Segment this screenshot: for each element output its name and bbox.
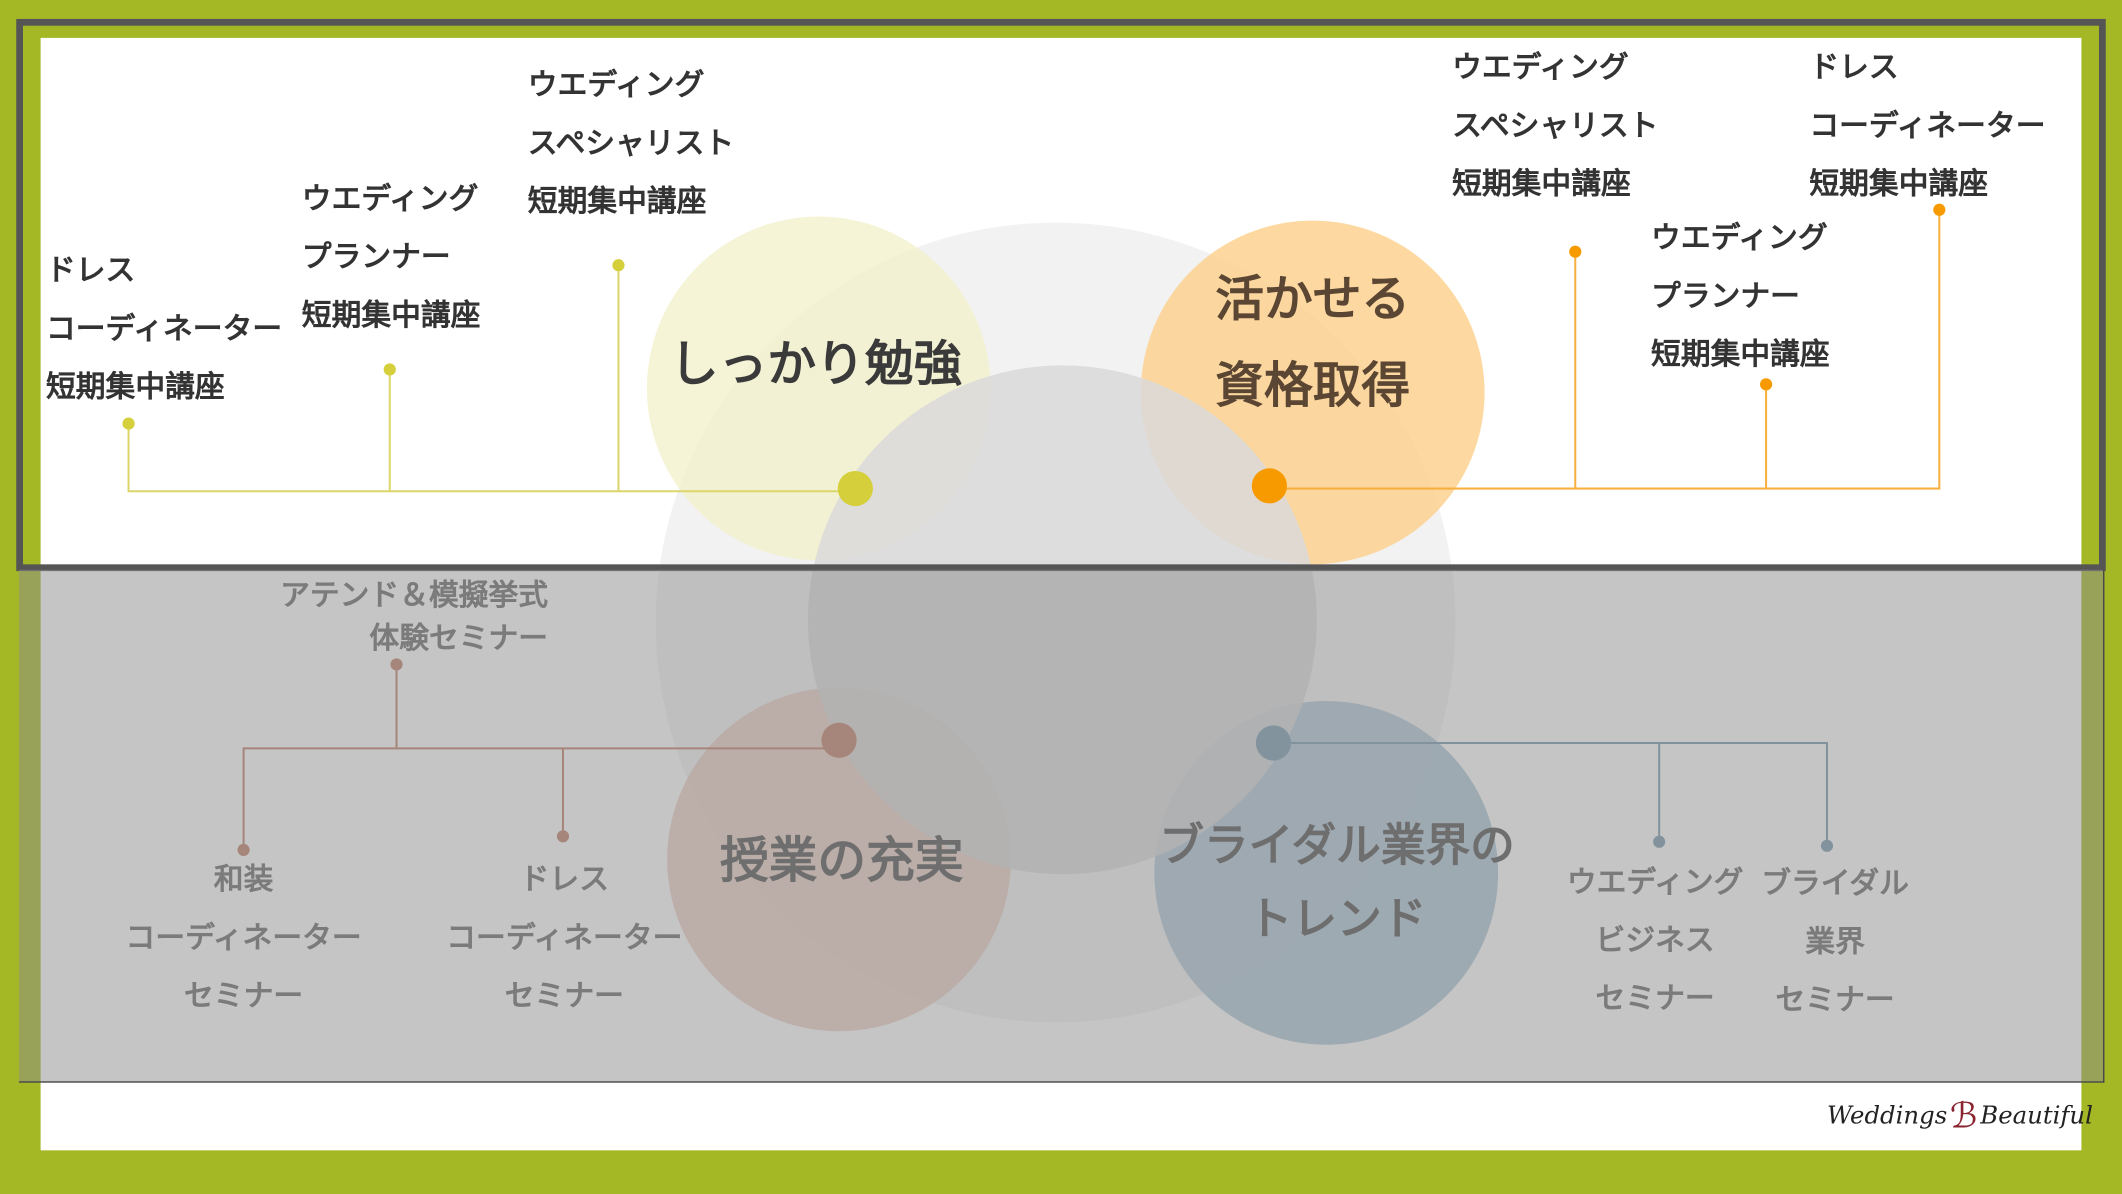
qualification-item-planner: ウエディング プランナー 短期集中講座 (1651, 210, 1830, 385)
qualification-connectors (1269, 209, 1941, 490)
item-line: スペシャリスト (1452, 109, 1659, 144)
trend-title: ブライダル業界の トレンド (1159, 809, 1515, 955)
item-line: ドレス (46, 254, 136, 289)
qualification-item-dot (1759, 378, 1773, 391)
item-line: ウエディング (301, 182, 479, 217)
title-line: ブライダル業界の (1159, 818, 1515, 872)
study-item-dress: ドレス コーディネーター 短期集中講座 (46, 242, 282, 417)
trend-item-business: ウエディング ビジネス セミナー (1567, 854, 1744, 1029)
item-line: 業界 (1805, 925, 1865, 960)
title-line: 活かせる (1215, 272, 1411, 328)
qualification-title: 活かせる 資格取得 (1215, 257, 1410, 430)
study-item-dot (383, 363, 396, 376)
classes-item-wasou: 和装 コーディネーター セミナー (126, 851, 362, 1026)
study-item-specialist: ウエディング スペシャリスト 短期集中講座 (528, 57, 734, 232)
title-line: トレンド (1247, 891, 1427, 945)
logo-mark-icon: ℬ (1949, 1096, 1978, 1137)
dim-overlay (18, 569, 2105, 1083)
study-connectors (127, 265, 856, 493)
qualification-item-dress: ドレス コーディネーター 短期集中講座 (1809, 39, 2045, 214)
item-line: ビジネス (1595, 924, 1715, 959)
qualification-item-dot (1569, 245, 1582, 258)
study-item-planner: ウエディング プランナー 短期集中講座 (302, 171, 481, 346)
item-line: アテンド＆模擬挙式 (280, 579, 549, 614)
classes-item-dress: ドレス コーディネーター セミナー (446, 851, 682, 1026)
item-line: 和装 (213, 863, 274, 898)
item-line: コーディネーター (125, 921, 362, 956)
study-item-dot (122, 417, 135, 430)
qualification-item-specialist: ウエディング スペシャリスト 短期集中講座 (1452, 39, 1658, 214)
study-title: しっかり勉強 (669, 336, 963, 393)
item-line: 短期集中講座 (1651, 338, 1830, 373)
logo-text-left: Weddings (1826, 1101, 1948, 1131)
item-line: ウエディング (1452, 51, 1629, 86)
trend-item-industry: ブライダル 業界 セミナー (1761, 855, 1909, 1030)
item-line: ブライダル (1761, 867, 1909, 902)
item-line: コーディネーター (446, 921, 683, 956)
item-line: ドレス (1809, 51, 1899, 86)
study-item-dot (612, 259, 625, 272)
study-hub-dot (837, 470, 873, 507)
item-line: セミナー (1775, 983, 1895, 1018)
item-line: ウエディング (527, 69, 705, 103)
classes-title: 授業の充実 (719, 833, 964, 890)
item-line: セミナー (504, 979, 624, 1014)
qualification-hub-dot (1251, 468, 1288, 504)
title-line: 資格取得 (1215, 358, 1411, 415)
item-line: プランナー (301, 240, 451, 275)
item-line: ウエディング (1566, 866, 1744, 900)
classes-item-attend: アテンド＆模擬挙式 体験セミナー (280, 575, 548, 662)
item-line: コーディネーター (46, 312, 283, 347)
item-line: スペシャリスト (527, 127, 735, 162)
item-line: 体験セミナー (369, 622, 549, 657)
highlight-frame (16, 18, 2106, 572)
item-line: セミナー (1595, 982, 1715, 1017)
logo-text-right: Beautiful (1980, 1101, 2093, 1131)
qualification-item-dot (1933, 203, 1946, 216)
item-line: コーディネーター (1809, 109, 2046, 144)
item-line: 短期集中講座 (1452, 167, 1631, 202)
item-line: 短期集中講座 (1809, 167, 1989, 202)
item-line: ドレス (519, 863, 609, 898)
item-line: セミナー (184, 979, 304, 1014)
item-line: 短期集中講座 (527, 185, 707, 220)
item-line: 短期集中講座 (301, 299, 481, 333)
item-line: 短期集中講座 (46, 370, 225, 405)
item-line: ウエディング (1651, 221, 1828, 256)
item-line: プランナー (1651, 280, 1800, 314)
